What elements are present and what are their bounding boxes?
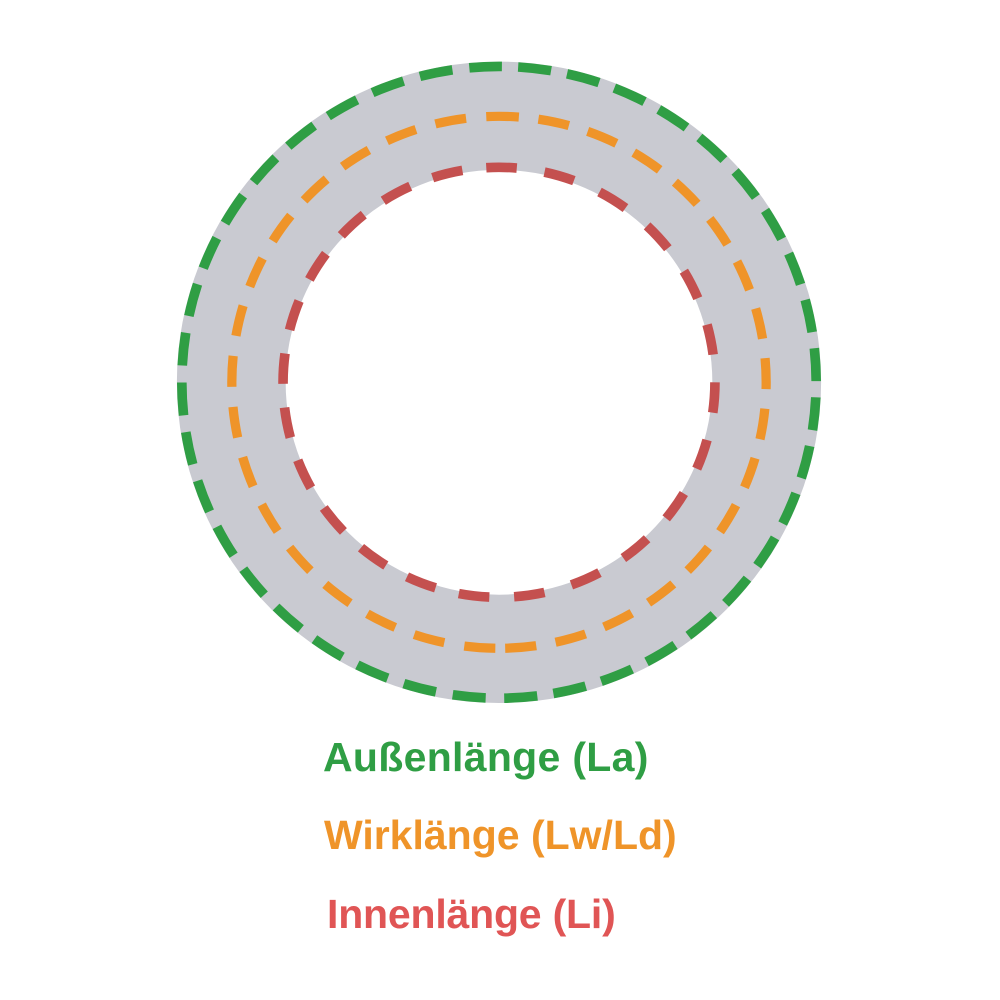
svg-text:Außenlänge (La): Außenlänge (La) — [323, 734, 649, 780]
svg-text:Innenlänge (Li): Innenlänge (Li) — [327, 891, 616, 937]
svg-text:Wirklänge (Lw/Ld): Wirklänge (Lw/Ld) — [324, 812, 677, 858]
